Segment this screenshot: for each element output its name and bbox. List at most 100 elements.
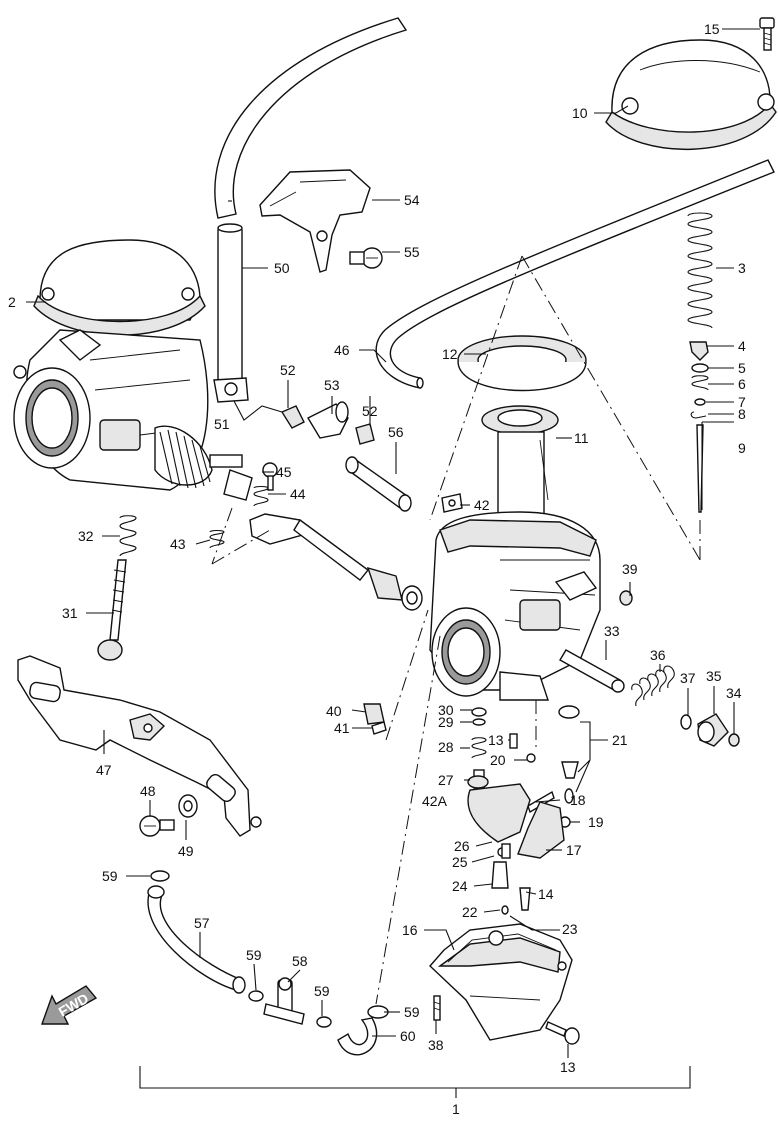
spring-3 xyxy=(687,212,713,329)
label-23: 23 xyxy=(562,921,578,937)
label-19: 19 xyxy=(588,814,604,830)
oring-37 xyxy=(680,714,692,730)
screw-48 xyxy=(139,815,175,837)
label-51: 51 xyxy=(214,416,230,432)
clip-59b xyxy=(248,990,264,1002)
label-59d: 59 xyxy=(404,1004,420,1020)
springs-43-44-45 xyxy=(209,462,278,549)
label-6: 6 xyxy=(738,376,746,392)
washer-42 xyxy=(441,493,463,513)
spring-36 xyxy=(631,665,675,707)
clip-59c xyxy=(316,1016,332,1028)
label-27: 27 xyxy=(438,772,454,788)
label-38: 38 xyxy=(428,1037,444,1053)
label-42a: 42A xyxy=(422,793,448,809)
label-13a: 13 xyxy=(488,732,504,748)
label-59a: 59 xyxy=(102,868,118,884)
label-55: 55 xyxy=(404,244,420,260)
float-bowl-parts xyxy=(467,705,580,915)
label-35: 35 xyxy=(706,668,722,684)
label-13b: 13 xyxy=(560,1059,576,1075)
label-9: 9 xyxy=(738,440,746,456)
cap-34 xyxy=(728,733,740,747)
label-29: 29 xyxy=(438,714,454,730)
idle-screw-31 xyxy=(97,559,127,661)
top-cap-10 xyxy=(605,39,777,151)
label-31: 31 xyxy=(62,605,78,621)
screw-13b xyxy=(545,1021,580,1045)
label-11: 11 xyxy=(574,430,589,446)
throttle-shaft xyxy=(249,513,423,611)
label-22: 22 xyxy=(462,904,478,920)
fwd-arrow-icon: FWD xyxy=(41,985,98,1025)
label-17: 17 xyxy=(566,842,582,858)
bracket-54 xyxy=(259,169,371,273)
label-10: 10 xyxy=(572,105,588,121)
label-7: 7 xyxy=(738,394,746,410)
label-48: 48 xyxy=(140,783,156,799)
label-2: 2 xyxy=(8,294,16,310)
label-45: 45 xyxy=(276,464,292,480)
cap-39 xyxy=(619,590,633,606)
screw-55 xyxy=(349,247,383,269)
clip-59a xyxy=(150,870,170,882)
label-18: 18 xyxy=(570,792,586,808)
label-16: 16 xyxy=(402,922,418,938)
needle-parts xyxy=(689,341,709,513)
label-24: 24 xyxy=(452,878,468,894)
throttle-linkage-left xyxy=(154,425,253,501)
label-44: 44 xyxy=(290,486,306,502)
screw-38 xyxy=(433,995,441,1021)
label-8: 8 xyxy=(738,406,746,422)
label-36: 36 xyxy=(650,647,666,663)
label-49: 49 xyxy=(178,843,194,859)
label-12: 12 xyxy=(442,346,458,362)
label-20: 20 xyxy=(490,752,506,768)
piston-11 xyxy=(481,405,559,525)
label-57: 57 xyxy=(194,915,210,931)
label-58: 58 xyxy=(292,953,308,969)
label-3: 3 xyxy=(738,260,746,276)
label-40: 40 xyxy=(326,703,342,719)
spring-32 xyxy=(119,515,137,557)
relation-lines xyxy=(211,255,701,1005)
label-59b: 59 xyxy=(246,947,262,963)
label-39: 39 xyxy=(622,561,638,577)
label-50: 50 xyxy=(274,260,290,276)
hose-60 xyxy=(337,1017,378,1056)
label-28: 28 xyxy=(438,739,454,755)
vent-hose-50 xyxy=(213,17,408,403)
hose-56 xyxy=(345,456,412,512)
label-14: 14 xyxy=(538,886,554,902)
label-25: 25 xyxy=(452,854,468,870)
caps-40-41 xyxy=(363,703,387,735)
callout-numbers: 15 10 3 4 5 6 7 8 9 12 11 54 55 50 46 2 … xyxy=(8,21,746,1117)
fittings-52-53 xyxy=(280,401,375,445)
label-33: 33 xyxy=(604,623,620,639)
hose-57 xyxy=(147,885,246,994)
diaphragm-12 xyxy=(457,335,587,392)
label-32: 32 xyxy=(78,528,94,544)
label-5: 5 xyxy=(738,360,746,376)
label-42: 42 xyxy=(474,497,490,513)
label-53: 53 xyxy=(324,377,340,393)
label-26: 26 xyxy=(454,838,470,854)
fitting-58 xyxy=(263,977,305,1025)
label-59c: 59 xyxy=(314,983,330,999)
label-47: 47 xyxy=(96,762,112,778)
label-21: 21 xyxy=(612,732,628,748)
hose-46 xyxy=(375,159,775,389)
plate-47 xyxy=(17,655,262,837)
label-54: 54 xyxy=(404,192,420,208)
label-37: 37 xyxy=(680,670,696,686)
label-15: 15 xyxy=(704,21,720,37)
label-34: 34 xyxy=(726,685,742,701)
right-carburetor xyxy=(429,511,625,701)
screw-15 xyxy=(759,17,775,51)
label-43: 43 xyxy=(170,536,186,552)
label-52b: 52 xyxy=(362,403,378,419)
label-52a: 52 xyxy=(280,362,296,378)
leader-lines xyxy=(26,28,760,1098)
label-41: 41 xyxy=(334,720,350,736)
